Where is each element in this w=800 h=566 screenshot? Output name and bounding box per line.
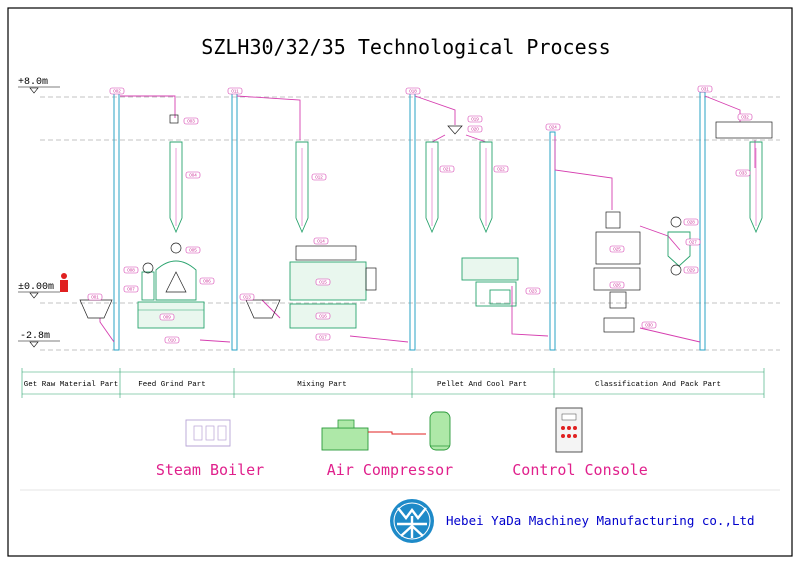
svg-text:016: 016	[319, 314, 327, 319]
svg-text:001: 001	[91, 295, 99, 300]
section-label-mixing: Mixing Part	[297, 381, 347, 389]
mixing-equipment	[245, 141, 377, 329]
tag-006: 006	[199, 277, 215, 285]
diagram-title: SZLH30/32/35 Technological Process	[201, 35, 610, 59]
svg-text:005: 005	[189, 248, 197, 253]
svg-text:020: 020	[471, 127, 479, 132]
tag-017: 017	[315, 333, 331, 341]
svg-text:007: 007	[127, 287, 135, 292]
svg-text:004: 004	[189, 173, 197, 178]
svg-text:027: 027	[689, 240, 697, 245]
svg-text:011: 011	[231, 89, 239, 94]
svg-text:021: 021	[443, 167, 451, 172]
svg-text:017: 017	[319, 335, 327, 340]
svg-text:031: 031	[701, 87, 709, 92]
tag-009: 009	[159, 313, 175, 321]
tag-003: 003	[183, 117, 199, 125]
tag-023: 023	[525, 287, 541, 295]
svg-text:023: 023	[529, 289, 537, 294]
section-label-classification-pack: Classification And Pack Part	[595, 381, 721, 389]
tag-031: 031	[697, 85, 713, 93]
tag-013: 013	[239, 293, 255, 301]
svg-text:008: 008	[127, 268, 135, 273]
section-label-feed-grind: Feed Grind Part	[138, 381, 206, 389]
level-label-ground: ±0.00m	[18, 282, 54, 293]
tag-021: 021	[439, 165, 455, 173]
tag-032: 032	[737, 113, 753, 121]
air-compressor-drawing	[321, 411, 451, 451]
svg-text:025: 025	[613, 247, 621, 252]
tag-008: 008	[123, 266, 139, 274]
section-row: Get Raw Material Part Feed Grind Part Mi…	[21, 368, 765, 398]
svg-text:009: 009	[163, 315, 171, 320]
section-label-raw-material: Get Raw Material Part	[24, 381, 119, 389]
tag-028: 028	[683, 218, 699, 226]
tag-015: 015	[315, 278, 331, 286]
tag-016: 016	[315, 312, 331, 320]
svg-text:019: 019	[471, 117, 479, 122]
tag-022: 022	[493, 165, 509, 173]
tag-012: 012	[311, 173, 327, 181]
control-console-label: Control Console	[512, 461, 647, 479]
tag-033: 033	[735, 169, 751, 177]
company-name: Hebei YaDa Machiney Manufacturing co.,Lt…	[446, 513, 755, 528]
steam-boiler-drawing	[185, 419, 231, 447]
tag-026: 026	[609, 281, 625, 289]
tag-027: 027	[685, 238, 701, 246]
svg-text:026: 026	[613, 283, 621, 288]
svg-text:030: 030	[645, 323, 653, 328]
tag-018: 018	[405, 87, 421, 95]
svg-text:032: 032	[741, 115, 749, 120]
classification-pack-equipment	[593, 121, 773, 333]
tag-025: 025	[609, 245, 625, 253]
svg-text:003: 003	[187, 119, 195, 124]
svg-text:015: 015	[319, 280, 327, 285]
svg-text:014: 014	[317, 239, 325, 244]
tag-002: 002	[109, 87, 125, 95]
level-label-pit: -2.8m	[20, 331, 50, 342]
tag-029: 029	[683, 266, 699, 274]
steam-boiler-label: Steam Boiler	[156, 461, 264, 479]
raw-material-equipment	[60, 273, 113, 319]
svg-text:033: 033	[739, 171, 747, 176]
svg-text:024: 024	[549, 125, 557, 130]
control-console-drawing	[555, 407, 583, 453]
pellet-cool-equipment	[425, 125, 519, 307]
svg-text:029: 029	[687, 268, 695, 273]
tag-019: 019	[467, 115, 483, 123]
feed-grind-equipment	[137, 114, 205, 329]
level-label-top: +8.0m	[18, 77, 48, 88]
tag-024: 024	[545, 123, 561, 131]
yada-logo-icon	[390, 499, 434, 543]
air-compressor-label: Air Compressor	[327, 461, 453, 479]
svg-text:013: 013	[243, 295, 251, 300]
equipment-tags: 001 002 003 004 005 006 007 008 009 010 …	[87, 85, 753, 344]
svg-text:002: 002	[113, 89, 121, 94]
svg-text:010: 010	[168, 338, 176, 343]
svg-text:028: 028	[687, 220, 695, 225]
tag-004: 004	[185, 171, 201, 179]
tag-007: 007	[123, 285, 139, 293]
diagram-frame	[7, 7, 793, 557]
section-label-pellet-cool: Pellet And Cool Part	[437, 381, 527, 389]
tag-020: 020	[467, 125, 483, 133]
tag-011: 011	[227, 87, 243, 95]
level-markers: +8.0m ±0.00m -2.8m	[18, 77, 780, 351]
tag-014: 014	[313, 237, 329, 245]
svg-text:012: 012	[315, 175, 323, 180]
tag-030: 030	[641, 321, 657, 329]
tag-010: 010	[164, 336, 180, 344]
svg-text:018: 018	[409, 89, 417, 94]
svg-text:006: 006	[203, 279, 211, 284]
tag-001: 001	[87, 293, 103, 301]
bucket-elevators	[113, 91, 706, 351]
tag-005: 005	[185, 246, 201, 254]
svg-text:022: 022	[497, 167, 505, 172]
